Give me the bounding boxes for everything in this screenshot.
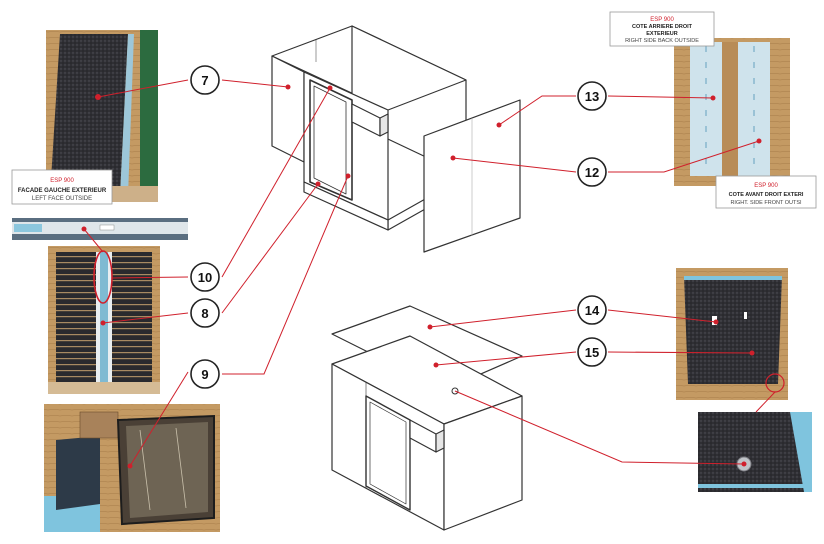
label-code: ESP 900 — [754, 183, 778, 189]
label-card-right-front: ESP 900 COTE AVANT DROIT EXTERI RIGHT. S… — [715, 175, 817, 209]
photo-floor-detail — [698, 391, 812, 492]
label-line1: FACADE GAUCHE EXTERIEUR — [18, 188, 107, 194]
svg-text:10: 10 — [198, 270, 212, 285]
svg-text:7: 7 — [201, 73, 208, 88]
svg-text:8: 8 — [201, 306, 208, 321]
callouts: 7 10 8 9 13 12 14 15 — [190, 65, 607, 389]
photo-door-strip — [12, 218, 188, 240]
callout-14: 14 — [577, 295, 607, 325]
svg-text:14: 14 — [585, 303, 600, 318]
svg-text:12: 12 — [585, 165, 599, 180]
leader-lines — [83, 79, 760, 467]
photo-glass-door — [44, 404, 220, 532]
svg-text:15: 15 — [585, 345, 599, 360]
callout-15: 15 — [577, 337, 607, 367]
label-code: ESP 900 — [650, 17, 674, 23]
label-line1b: EXTERIEUR — [646, 31, 678, 37]
label-code: ESP 900 — [50, 178, 74, 184]
photo-door-panels — [48, 246, 160, 394]
svg-text:9: 9 — [201, 367, 208, 382]
callout-8: 8 — [190, 298, 220, 328]
photo-floor-panel — [676, 268, 788, 400]
label-line1: COTE ARRIERE DROIT — [632, 24, 693, 30]
side-wall-panel — [423, 99, 521, 253]
cabinet-lower — [331, 305, 523, 531]
callout-13: 13 — [577, 81, 607, 111]
callout-9: 9 — [190, 359, 220, 389]
label-line2: RIGHT SIDE BACK OUTSIDE — [625, 38, 699, 44]
svg-text:13: 13 — [585, 89, 599, 104]
label-line1: COTE AVANT DROIT EXTERI — [729, 192, 804, 198]
callout-10: 10 — [190, 262, 220, 292]
label-line2: LEFT FACE OUTSIDE — [32, 196, 92, 202]
photo-right-panels — [674, 38, 790, 186]
label-card-right-back: ESP 900 COTE ARRIERE DROIT EXTERIEUR RIG… — [609, 11, 715, 47]
label-card-left-face: ESP 900 FACADE GAUCHE EXTERIEUR LEFT FAC… — [11, 169, 113, 205]
callout-7: 7 — [190, 65, 220, 95]
callout-12: 12 — [577, 157, 607, 187]
label-line2: RIGHT. SIDE FRONT OUTSI — [730, 200, 802, 206]
